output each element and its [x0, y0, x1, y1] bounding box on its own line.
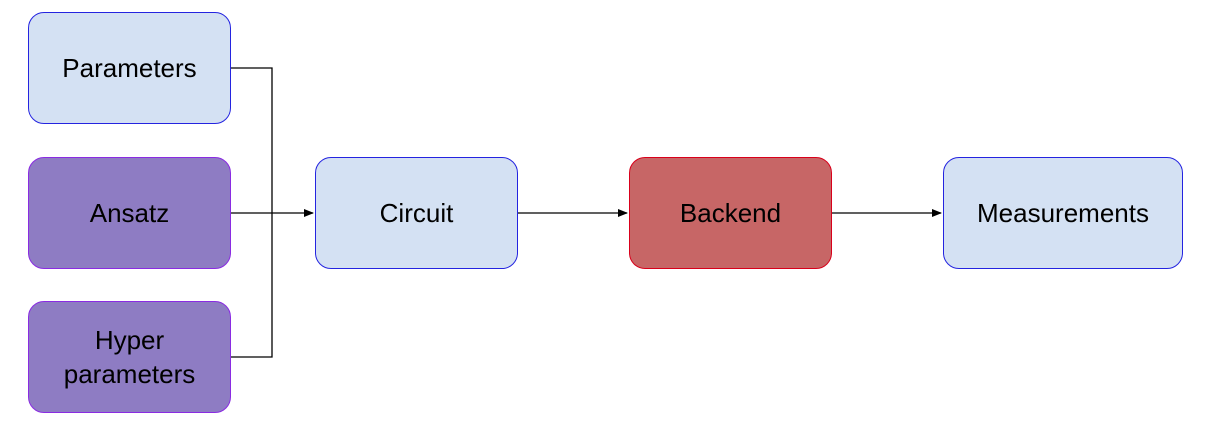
node-circuit-label: Circuit	[379, 198, 454, 228]
node-backend: Backend	[629, 157, 832, 269]
node-parameters-label: Parameters	[62, 53, 197, 83]
node-backend-label: Backend	[679, 198, 782, 228]
node-parameters: Parameters	[28, 12, 231, 124]
edge-parameters-to-circuit	[231, 67, 273, 213]
node-ansatz-label: Ansatz	[89, 198, 170, 228]
node-ansatz: Ansatz	[28, 157, 231, 269]
node-hyper-parameters: Hyper parameters	[28, 301, 231, 413]
node-measurements: Measurements	[943, 157, 1183, 269]
node-measurements-label: Measurements	[977, 198, 1149, 228]
edge-hyper-parameters-to-circuit	[231, 213, 273, 358]
node-hyper-parameters-label: Hyper parameters	[63, 325, 196, 389]
node-circuit: Circuit	[315, 157, 518, 269]
